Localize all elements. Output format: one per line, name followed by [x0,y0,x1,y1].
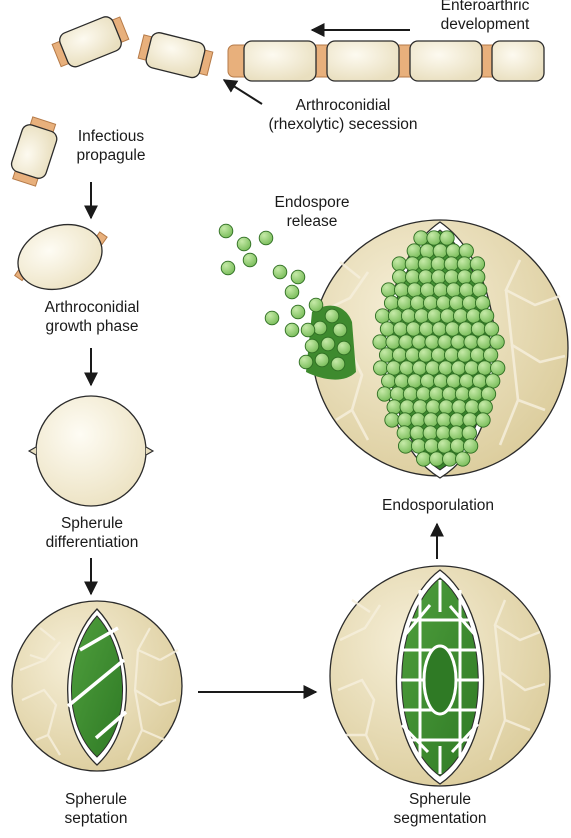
released-endospore [284,284,300,300]
arthroconidial-chain [227,40,545,82]
endospore [483,321,500,337]
detached-arthroconidium-right [137,32,214,79]
label-arthroconidial-secession: Arthroconidial(rhexolytic) secession [268,97,418,133]
released-endospore [258,230,274,246]
detached-arthroconidium-left [51,16,130,68]
released-endospore [290,269,306,285]
endospore-cluster [372,230,506,467]
released-endospore [236,236,252,252]
endospore [489,334,505,350]
infectious-propagule [10,116,58,187]
released-endospore [218,223,234,239]
released-endospore [220,260,236,276]
endospore [475,412,491,428]
released-endospore [336,340,352,356]
segmented-spherule [329,565,551,787]
released-endospore [330,356,346,372]
released-endospore [272,264,288,280]
endospore [455,451,471,467]
released-endospores [218,223,356,380]
released-endospore [308,297,324,313]
released-endospore [300,322,316,338]
released-endospore [284,322,300,338]
endosporulating-spherule [311,219,569,479]
secession-arrow [222,79,263,105]
released-endospore [290,304,306,320]
endospore [439,230,455,246]
released-endospore [304,338,320,354]
released-endospore [324,308,340,324]
released-endospore [242,252,258,268]
endospore [482,347,499,363]
released-endospore [320,336,336,352]
growing-arthroconidium [14,224,108,290]
released-endospore [264,310,280,326]
endospore [462,438,479,454]
septated-spherule [11,600,183,772]
label-endosporulation: Endosporulation [381,497,495,514]
endospore [490,360,506,376]
released-endospore [314,352,330,368]
differentiating-spherule [27,395,155,507]
released-endospore [332,322,348,338]
released-endospore [298,354,314,370]
